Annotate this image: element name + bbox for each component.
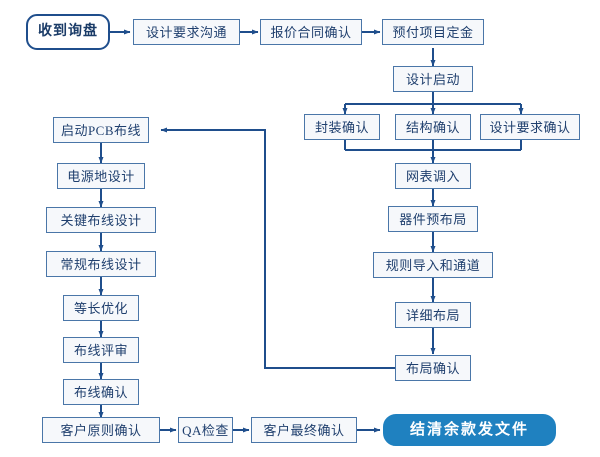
node-package-confirm[interactable]: 封装确认 (304, 114, 380, 140)
node-normal-routing-label: 常规布线设计 (60, 256, 142, 272)
node-package-confirm-label: 封装确认 (314, 119, 369, 135)
edge-feedback-layout-to-pcb-routing (160, 127, 396, 369)
node-layout-confirm-label: 布局确认 (405, 360, 460, 376)
node-netlist-import-label: 网表调入 (405, 168, 460, 184)
node-netlist-import[interactable]: 网表调入 (395, 163, 471, 189)
node-start[interactable]: 收到询盘 (26, 14, 110, 50)
node-customer-final-confirm-label: 客户最终确认 (263, 422, 345, 438)
node-settle-send-files-label: 结清余款发文件 (409, 421, 529, 438)
node-structure-confirm[interactable]: 结构确认 (395, 114, 471, 140)
node-critical-routing-label: 关键布线设计 (60, 212, 142, 228)
node-design-req-confirm-label: 设计要求确认 (489, 119, 571, 135)
node-design-req-comm-label: 设计要求沟通 (145, 24, 227, 40)
node-quote-contract[interactable]: 报价合同确认 (260, 19, 362, 45)
node-routing-confirm-label: 布线确认 (73, 384, 128, 400)
node-detailed-layout-label: 详细布局 (405, 307, 460, 323)
node-layout-confirm[interactable]: 布局确认 (395, 355, 471, 381)
node-routing-review-label: 布线评审 (73, 342, 128, 358)
node-design-req-comm[interactable]: 设计要求沟通 (133, 19, 240, 45)
node-length-tuning[interactable]: 等长优化 (63, 295, 139, 321)
node-prepay-deposit-label: 预付项目定金 (392, 24, 474, 40)
node-routing-confirm[interactable]: 布线确认 (63, 379, 139, 405)
node-critical-routing[interactable]: 关键布线设计 (46, 207, 156, 233)
node-settle-send-files[interactable]: 结清余款发文件 (383, 414, 556, 446)
node-qa-check-label: QA检查 (182, 422, 229, 438)
node-detailed-layout[interactable]: 详细布局 (395, 302, 471, 328)
node-qa-check[interactable]: QA检查 (178, 417, 233, 443)
node-power-ground-design-label: 电源地设计 (67, 168, 135, 184)
node-power-ground-design[interactable]: 电源地设计 (57, 163, 145, 189)
node-design-start[interactable]: 设计启动 (393, 66, 473, 92)
edge-design-start-branch-bus (345, 92, 521, 105)
node-customer-final-confirm[interactable]: 客户最终确认 (251, 417, 357, 443)
node-prepay-deposit[interactable]: 预付项目定金 (382, 19, 484, 45)
node-length-tuning-label: 等长优化 (73, 300, 128, 316)
node-start-pcb-routing-label: 启动PCB布线 (60, 122, 142, 138)
node-rules-channel-label: 规则导入和通道 (385, 257, 481, 273)
node-device-preplace-label: 器件预布局 (399, 211, 467, 227)
node-quote-contract-label: 报价合同确认 (270, 24, 352, 40)
node-customer-principle-confirm-label: 客户原则确认 (60, 422, 142, 438)
node-start-pcb-routing[interactable]: 启动PCB布线 (53, 117, 149, 143)
node-design-req-confirm[interactable]: 设计要求确认 (480, 114, 580, 140)
node-customer-principle-confirm[interactable]: 客户原则确认 (42, 417, 160, 443)
node-rules-channel[interactable]: 规则导入和通道 (373, 252, 493, 278)
node-design-start-label: 设计启动 (405, 71, 460, 87)
node-normal-routing[interactable]: 常规布线设计 (46, 251, 156, 277)
node-device-preplace[interactable]: 器件预布局 (388, 206, 478, 232)
node-structure-confirm-label: 结构确认 (405, 119, 460, 135)
node-start-label: 收到询盘 (38, 24, 98, 39)
edge-merge-bus (344, 140, 522, 151)
node-routing-review[interactable]: 布线评审 (63, 337, 139, 363)
